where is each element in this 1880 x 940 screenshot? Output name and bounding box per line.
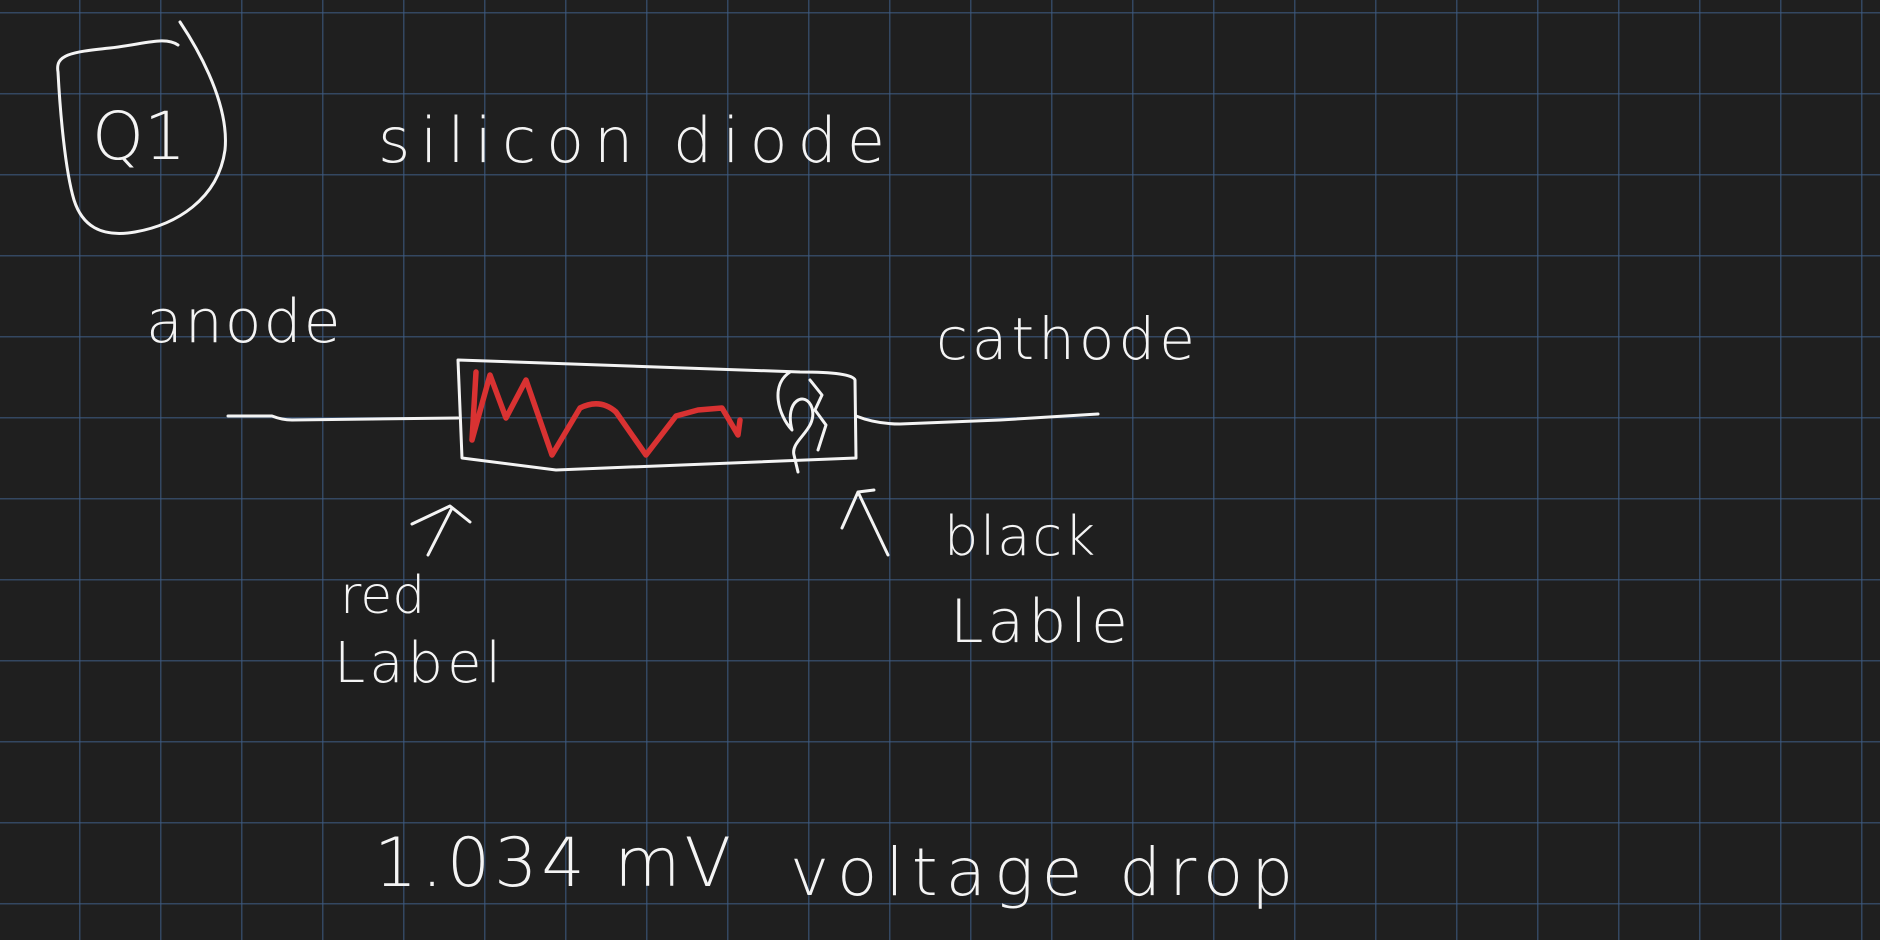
red-label-line1: red (340, 566, 426, 626)
red-band-scribble (469, 369, 743, 458)
anode-label: anode (146, 287, 343, 357)
red-label-line2: Label (334, 631, 506, 696)
black-label-line1: black (944, 505, 1098, 568)
question-circle (56, 20, 227, 235)
cathode-band-scribble (776, 370, 828, 474)
red-label-arrow (410, 504, 472, 557)
cathode-label: cathode (936, 305, 1199, 373)
diagram-title: silicon diode (378, 104, 896, 177)
measurement-caption: voltage drop (790, 834, 1302, 911)
black-label-arrow (840, 488, 890, 557)
cathode-lead (854, 412, 1100, 426)
measurement-value: 1.034 mV (374, 824, 736, 903)
diode-body (456, 358, 858, 472)
anode-lead (226, 414, 460, 422)
black-label-line2: Lable (950, 587, 1132, 657)
question-label: Q1 (92, 98, 186, 175)
